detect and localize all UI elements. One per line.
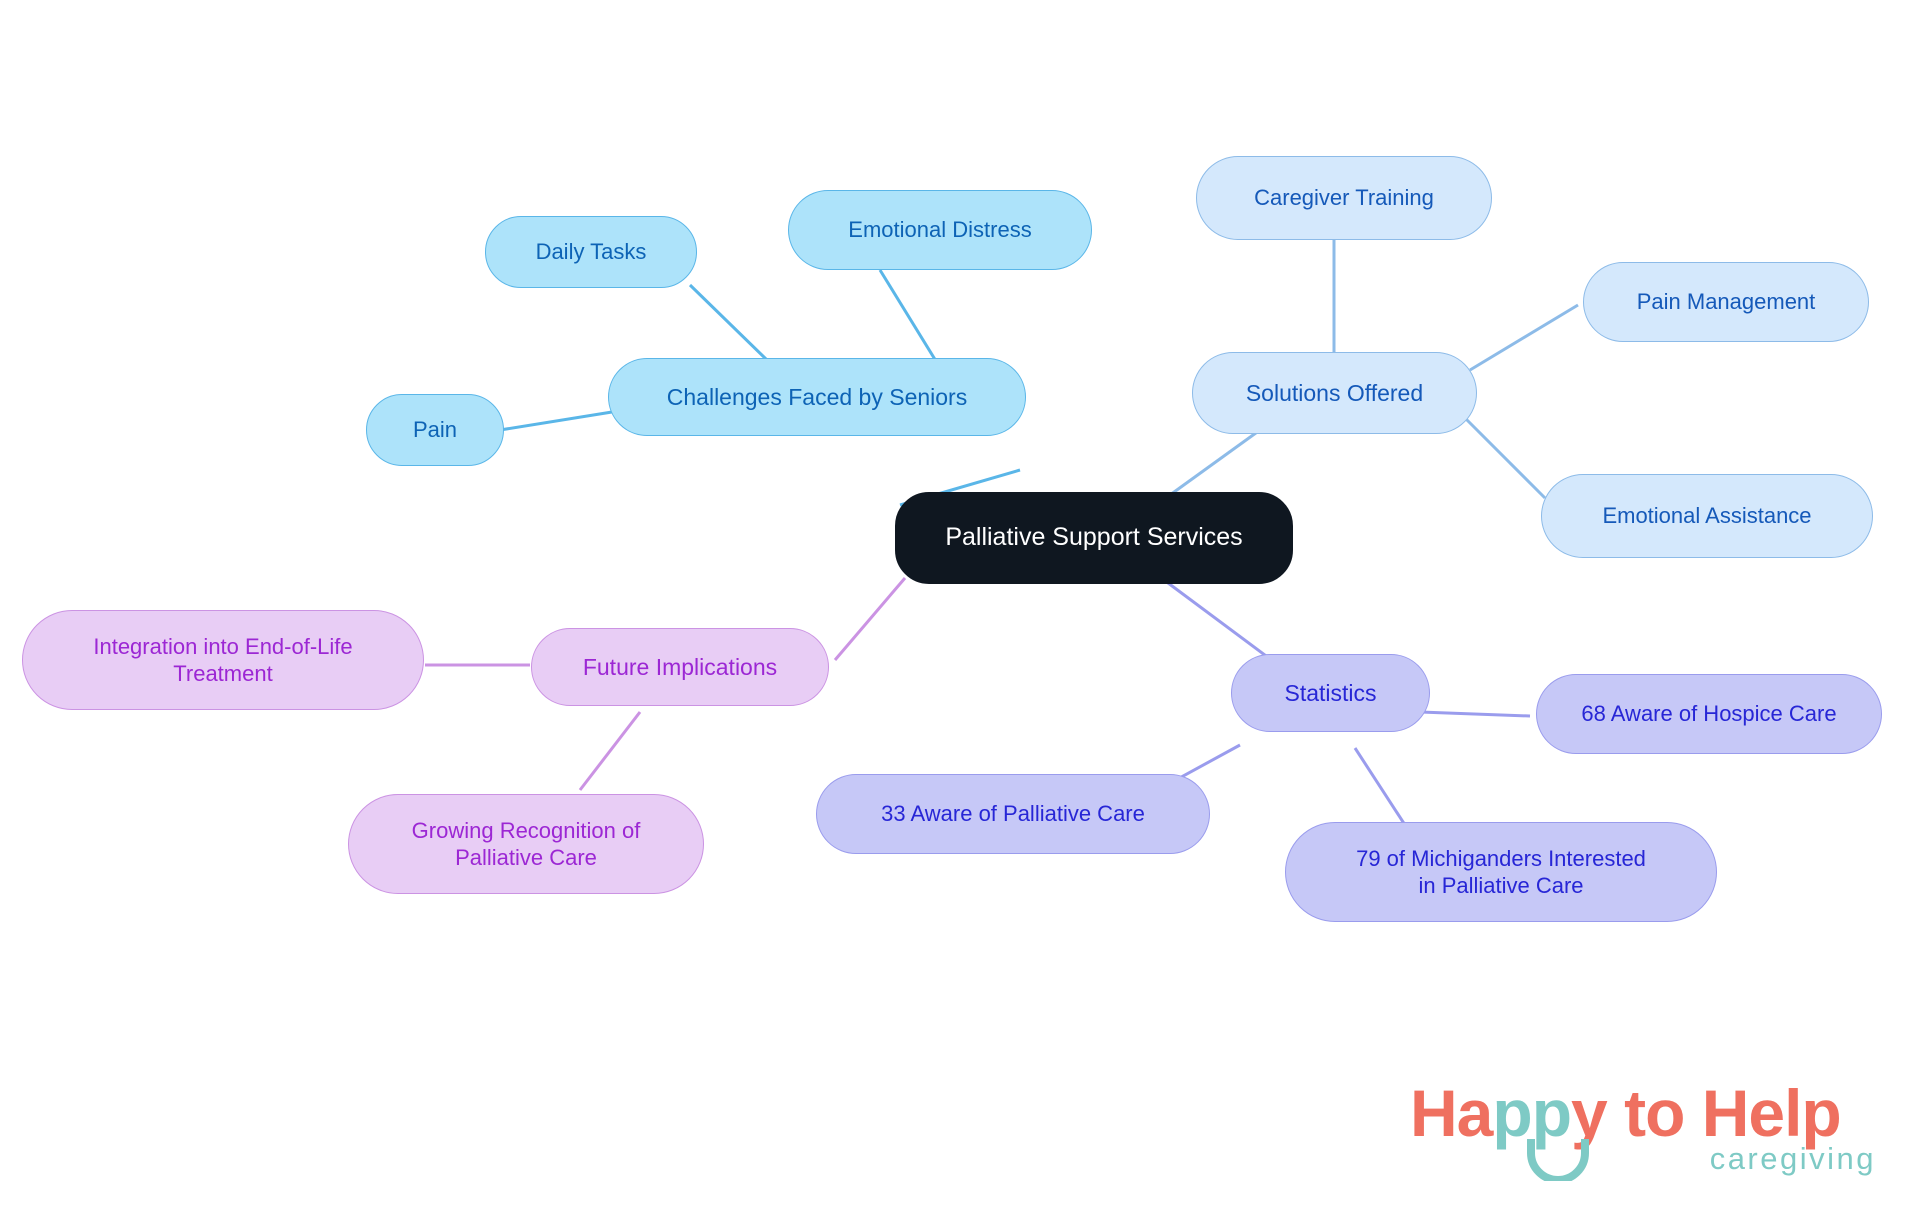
node-68-aware-of-hospice-care-label: 68 Aware of Hospice Care xyxy=(1581,701,1837,727)
node-68-aware-of-hospice-care[interactable]: 68 Aware of Hospice Care xyxy=(1536,674,1882,754)
happy-to-help-logo: Happy to Help caregiving xyxy=(1410,1075,1880,1195)
node-statistics[interactable]: Statistics xyxy=(1231,654,1430,732)
node-emotional-distress[interactable]: Emotional Distress xyxy=(788,190,1092,270)
logo-wordmark: Happy to Help xyxy=(1410,1075,1842,1151)
logo-word-to: to xyxy=(1606,1076,1702,1150)
node-pain-label: Pain xyxy=(412,417,458,443)
node-statistics-label: Statistics xyxy=(1284,679,1377,706)
node-root-label: Palliative Support Services xyxy=(945,523,1243,552)
node-integration-end-of-life-treatment-label: Integration into End-of-Life Treatment xyxy=(93,633,353,687)
node-integration-end-of-life-treatment[interactable]: Integration into End-of-Life Treatment xyxy=(22,610,424,710)
node-emotional-distress-label: Emotional Distress xyxy=(848,217,1032,243)
node-daily-tasks[interactable]: Daily Tasks xyxy=(485,216,697,288)
edge-statistics-michiganders xyxy=(1353,747,1407,826)
node-growing-recognition-palliative-care-label: Growing Recognition of Palliative Care xyxy=(411,817,641,871)
node-caregiver-training-label: Caregiver Training xyxy=(1254,185,1434,211)
node-pain-management[interactable]: Pain Management xyxy=(1583,262,1869,342)
node-79-michiganders-interested[interactable]: 79 of Michiganders Interested in Palliat… xyxy=(1285,822,1717,922)
logo-word-help: Help xyxy=(1701,1076,1842,1150)
logo-letters-pp: pp xyxy=(1492,1076,1572,1150)
node-caregiver-training[interactable]: Caregiver Training xyxy=(1196,156,1492,240)
edge-root-future xyxy=(833,577,907,661)
node-daily-tasks-label: Daily Tasks xyxy=(535,239,647,265)
edge-future-growing-recognition xyxy=(578,711,642,791)
node-pain[interactable]: Pain xyxy=(366,394,504,466)
node-future-implications-label: Future Implications xyxy=(582,653,778,680)
logo-letter-a: a xyxy=(1456,1076,1494,1150)
node-growing-recognition-palliative-care[interactable]: Growing Recognition of Palliative Care xyxy=(348,794,704,894)
node-solutions-label: Solutions Offered xyxy=(1245,379,1424,406)
node-future-implications[interactable]: Future Implications xyxy=(531,628,829,706)
node-solutions-offered[interactable]: Solutions Offered xyxy=(1192,352,1477,434)
logo-letter-h: H xyxy=(1410,1076,1458,1150)
node-33-aware-of-palliative-care-label: 33 Aware of Palliative Care xyxy=(881,801,1145,827)
edge-statistics-hospice xyxy=(1419,710,1531,718)
edge-solutions-pain-management xyxy=(1469,303,1579,372)
node-79-michiganders-interested-label: 79 of Michiganders Interested in Palliat… xyxy=(1356,845,1646,899)
node-challenges-label: Challenges Faced by Seniors xyxy=(666,383,968,410)
node-emotional-assistance[interactable]: Emotional Assistance xyxy=(1541,474,1873,558)
logo-letter-y: y xyxy=(1571,1076,1608,1150)
node-emotional-assistance-label: Emotional Assistance xyxy=(1602,503,1812,529)
edge-solutions-emotional-assistance xyxy=(1460,413,1547,500)
smile-arc-icon xyxy=(1527,1139,1589,1181)
node-root[interactable]: Palliative Support Services xyxy=(895,492,1293,584)
node-33-aware-of-palliative-care[interactable]: 33 Aware of Palliative Care xyxy=(816,774,1210,854)
edge-challenges-pain xyxy=(499,410,613,432)
node-pain-management-label: Pain Management xyxy=(1636,289,1816,315)
edge-root-solutions xyxy=(1162,428,1261,502)
node-challenges-faced-by-seniors[interactable]: Challenges Faced by Seniors xyxy=(608,358,1026,436)
logo-tagline: caregiving xyxy=(1709,1141,1876,1176)
